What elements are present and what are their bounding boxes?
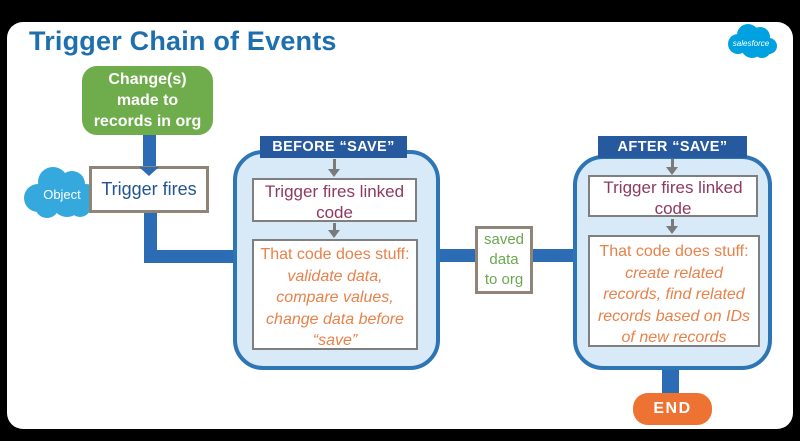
- object-cloud-label: Object: [43, 187, 81, 202]
- after-save-header: AFTER “SAVE”: [598, 136, 747, 158]
- arrow-before-boxes-shaft-icon: [333, 223, 336, 232]
- after-trigger-code-text: Trigger fires linked code: [603, 178, 743, 218]
- before-trigger-code-text: Trigger fires linked code: [264, 182, 405, 222]
- after-code-lead: That code does stuff:: [599, 243, 749, 260]
- before-code-detail-line: compare values,: [276, 289, 394, 306]
- arrow-before-header-head-icon: [328, 169, 340, 177]
- page-title: Trigger Chain of Events: [29, 26, 337, 56]
- arrow-after-boxes-head-icon: [666, 226, 678, 234]
- arrow-after-header-shaft-icon: [671, 159, 674, 169]
- change-records-node: Change(s) made to records in org: [82, 66, 213, 135]
- before-code-does-stuff-box: That code does stuff: validate data, com…: [252, 239, 418, 350]
- before-code-detail-line: change data before: [266, 310, 404, 328]
- trigger-fires-label: Trigger fires: [101, 179, 197, 199]
- connector-before-to-saved: [433, 249, 476, 262]
- after-code-detail-line: records based on IDs: [597, 307, 751, 325]
- before-code-detail-line: “save”: [312, 332, 358, 349]
- arrow-before-boxes-head-icon: [328, 230, 340, 238]
- connector-change-to-trigger: [143, 132, 156, 168]
- saved-data-line: data: [489, 251, 519, 268]
- salesforce-logo-text: salesforce: [733, 39, 770, 48]
- after-code-detail-line: create related: [625, 264, 723, 282]
- after-code-detail-line: of new records: [621, 329, 727, 346]
- before-code-lead: That code does stuff:: [260, 246, 410, 263]
- after-code-detail-line: records, find related: [603, 286, 745, 303]
- saved-data-node: saved data to org: [475, 226, 533, 294]
- arrow-before-header-shaft-icon: [333, 159, 336, 171]
- connector-after-to-end: [662, 368, 679, 396]
- change-records-line: made to: [116, 92, 179, 109]
- arrow-after-boxes-shaft-icon: [671, 219, 674, 228]
- after-trigger-code-box: Trigger fires linked code: [588, 175, 758, 218]
- before-save-header: BEFORE “SAVE”: [260, 136, 407, 158]
- change-records-line: records in org: [93, 113, 202, 130]
- after-code-does-stuff-box: That code does stuff: create related rec…: [588, 235, 760, 347]
- connector-saved-to-after: [532, 249, 574, 262]
- arrowhead-into-trigger-icon: [139, 167, 159, 176]
- before-code-detail-line: validate data,: [287, 267, 383, 285]
- before-trigger-code-box: Trigger fires linked code: [252, 178, 417, 222]
- arrow-after-header-head-icon: [666, 167, 678, 175]
- salesforce-logo-icon: salesforce: [728, 24, 777, 58]
- change-records-line: Change(s): [108, 71, 187, 88]
- connector-trigger-to-before: [144, 250, 239, 263]
- saved-data-line: to org: [484, 271, 524, 288]
- saved-data-line: saved: [483, 231, 525, 248]
- end-node: END: [633, 393, 712, 425]
